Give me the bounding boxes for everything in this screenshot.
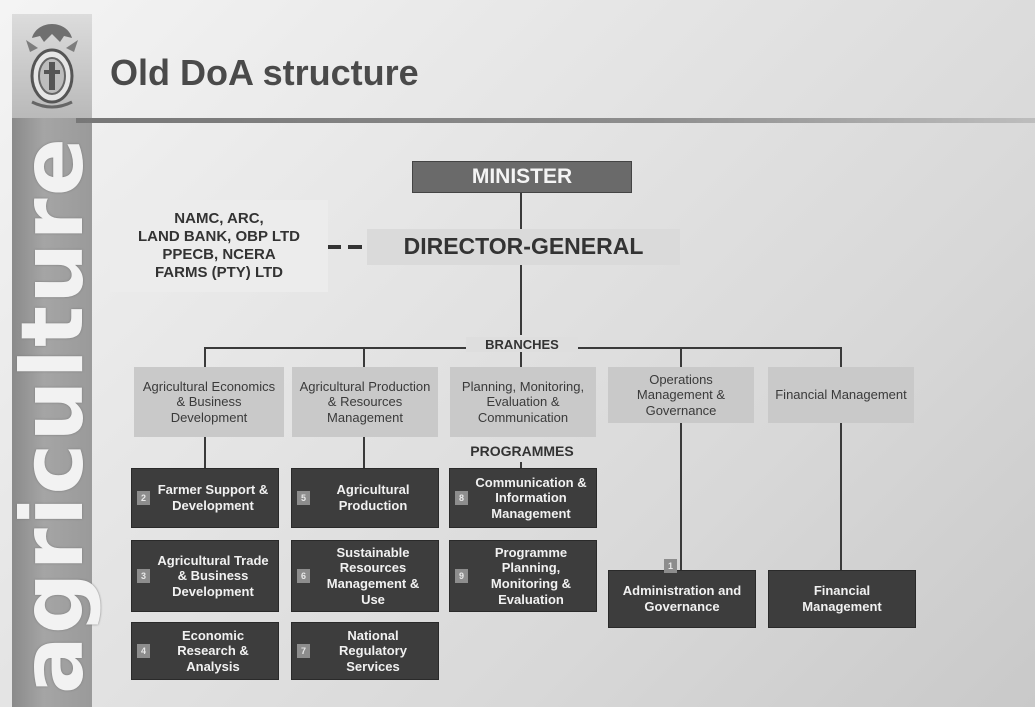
programme-number: 3	[137, 569, 150, 583]
programme-label: Economic Research & Analysis	[177, 627, 249, 674]
side-bar	[12, 118, 92, 707]
programme-number: 1	[664, 559, 677, 573]
programme-label: National Regulatory Services	[339, 627, 407, 674]
side-word-text: agriculture	[3, 135, 103, 695]
connector	[204, 347, 206, 367]
programme-box: 7 National Regulatory Services	[291, 622, 439, 680]
connector	[520, 265, 522, 335]
entities-line: LAND BANK, OBP LTD	[138, 228, 300, 245]
connector	[204, 437, 206, 468]
programme-box: 8 Communication & Information Management	[449, 468, 597, 528]
programme-label: Programme Planning, Monitoring & Evaluat…	[490, 544, 572, 607]
connector	[680, 423, 682, 570]
connector	[520, 193, 522, 229]
programme-label: Agricultural Trade & Business Developmen…	[157, 552, 269, 599]
programme-box: Financial Management	[768, 570, 916, 628]
branch-box: Operations Management & Governance	[608, 367, 754, 423]
programme-box: 6 Sustainable Resources Management & Use	[291, 540, 439, 612]
programme-number: 9	[455, 569, 468, 583]
programme-label: Farmer Support & Development	[157, 482, 269, 513]
entities-line: NAMC, ARC,	[174, 210, 264, 227]
branch-box: Financial Management	[768, 367, 914, 423]
programme-number: 4	[137, 644, 150, 658]
entities-line: PPECB, NCERA	[162, 246, 276, 263]
programmes-label: PROGRAMMES	[470, 443, 574, 459]
programme-number: 2	[137, 491, 150, 505]
connector	[520, 462, 522, 468]
page-title: Old DoA structure	[110, 52, 419, 93]
connector	[363, 347, 365, 367]
director-general-box: DIRECTOR-GENERAL	[367, 229, 680, 265]
coat-of-arms-icon	[26, 24, 78, 109]
branch-box: Agricultural Economics & Business Develo…	[134, 367, 284, 437]
programme-label: Administration and Governance	[622, 583, 742, 614]
connector	[840, 423, 842, 570]
dashed-link	[327, 245, 341, 249]
entities-line: FARMS (PTY) LTD	[154, 264, 284, 281]
branches-label: BRANCHES	[466, 337, 578, 352]
connector	[680, 347, 682, 367]
logo	[12, 14, 92, 118]
dashed-link	[348, 245, 362, 249]
connector	[363, 437, 365, 468]
branch-box: Agricultural Production & Resources Mana…	[292, 367, 438, 437]
title-rule	[76, 118, 1035, 123]
programme-number: 8	[455, 491, 468, 505]
programme-number: 5	[297, 491, 310, 505]
programme-box: 1 Administration and Governance	[608, 559, 756, 628]
minister-box: MINISTER	[412, 161, 632, 193]
programme-label: Sustainable Resources Management & Use	[326, 544, 420, 607]
connector	[520, 349, 522, 367]
programme-number: 7	[297, 644, 310, 658]
programme-box: 3 Agricultural Trade & Business Developm…	[131, 540, 279, 612]
programme-box: 5 Agricultural Production	[291, 468, 439, 528]
programme-label: Agricultural Production	[336, 482, 410, 513]
branch-box: Planning, Monitoring, Evaluation & Commu…	[450, 367, 596, 437]
programme-label: Financial Management	[802, 583, 882, 614]
programme-box: 2 Farmer Support & Development	[131, 468, 279, 528]
programme-box: 4 Economic Research & Analysis	[131, 622, 279, 680]
programme-label: Communication & Information Management	[475, 474, 587, 521]
side-word: agriculture	[3, 130, 103, 700]
programme-number: 6	[297, 569, 310, 583]
programme-box: 9 Programme Planning, Monitoring & Evalu…	[449, 540, 597, 612]
entities-box: NAMC, ARC, LAND BANK, OBP LTD PPECB, NCE…	[110, 200, 328, 292]
connector	[840, 347, 842, 367]
